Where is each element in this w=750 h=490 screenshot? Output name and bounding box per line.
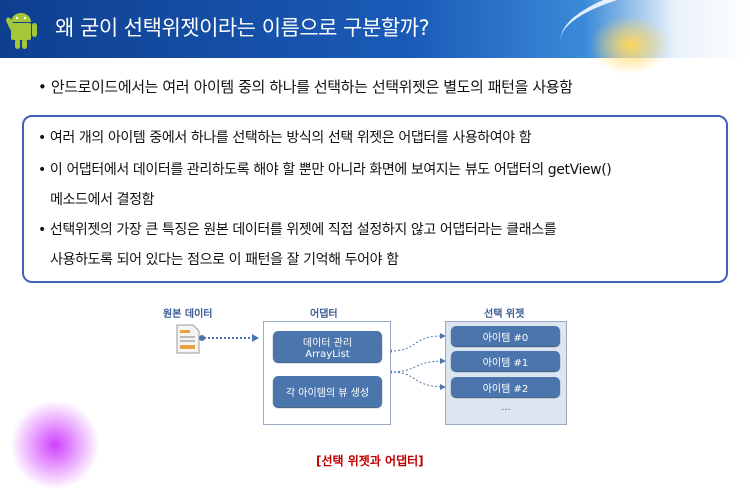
- summary-box: • 여러 개의 아이템 중에서 하나를 선택하는 방식의 선택 위젯은 어댑터를…: [22, 115, 728, 283]
- decorative-glow: [590, 15, 670, 75]
- more-items: ...: [501, 402, 511, 413]
- widget-label: 선택 위젯: [484, 309, 525, 320]
- view-creation-block: 각 아이템의 뷰 생성: [273, 376, 382, 407]
- list-item: 아이템 #1: [451, 351, 560, 371]
- bullet-text: 메소드에서 결정함: [50, 192, 155, 208]
- decorative-glow: [10, 400, 100, 490]
- figure-caption: [선택 위젯과 어댑터]: [316, 454, 424, 468]
- box-bullet: • 선택위젯의 가장 큰 특징은 원본 데이터를 위젯에 직접 설정하지 않고 …: [38, 222, 557, 268]
- bullet-text: 사용하도록 되어 있다는 점으로 이 패턴을 잘 기억해 두어야 함: [50, 252, 399, 268]
- document-icon: [176, 324, 200, 354]
- slide-title: 왜 굳이 선택위젯이라는 이름으로 구분할까?: [55, 16, 430, 40]
- bullet-text: 여러 개의 아이템 중에서 하나를 선택하는 방식의 선택 위젯은 어댑터를 사…: [49, 130, 532, 146]
- list-item: 아이템 #2: [451, 377, 560, 397]
- source-label: 원본 데이터: [163, 309, 213, 320]
- block-text: 데이터 관리: [302, 337, 353, 349]
- bullet-text: 선택위젯의 가장 큰 특징은 원본 데이터를 위젯에 직접 설정하지 않고 어댑…: [49, 222, 557, 238]
- widget-pane: 아이템 #0 아이템 #1 아이템 #2 ...: [445, 321, 567, 425]
- slide-header: 왜 굳이 선택위젯이라는 이름으로 구분할까?: [0, 0, 750, 90]
- main-bullet-text: 안드로이드에서는 여러 아이템 중의 하나를 선택하는 선택위젯은 별도의 패턴…: [50, 78, 573, 96]
- box-bullet: • 여러 개의 아이템 중에서 하나를 선택하는 방식의 선택 위젯은 어댑터를…: [38, 130, 532, 146]
- box-bullet: • 이 어댑터에서 데이터를 관리하도록 해야 할 뿐만 아니라 화면에 보여지…: [38, 162, 612, 208]
- adapter-label: 어댑터: [310, 309, 338, 320]
- block-text: ArrayList: [305, 348, 350, 360]
- android-icon: [6, 13, 37, 49]
- list-item: 아이템 #0: [451, 326, 560, 346]
- bullet-text: 이 어댑터에서 데이터를 관리하도록 해야 할 뿐만 아니라 화면에 보여지는 …: [49, 162, 612, 178]
- main-bullet: • 안드로이드에서는 여러 아이템 중의 하나를 선택하는 선택위젯은 별도의 …: [38, 78, 573, 96]
